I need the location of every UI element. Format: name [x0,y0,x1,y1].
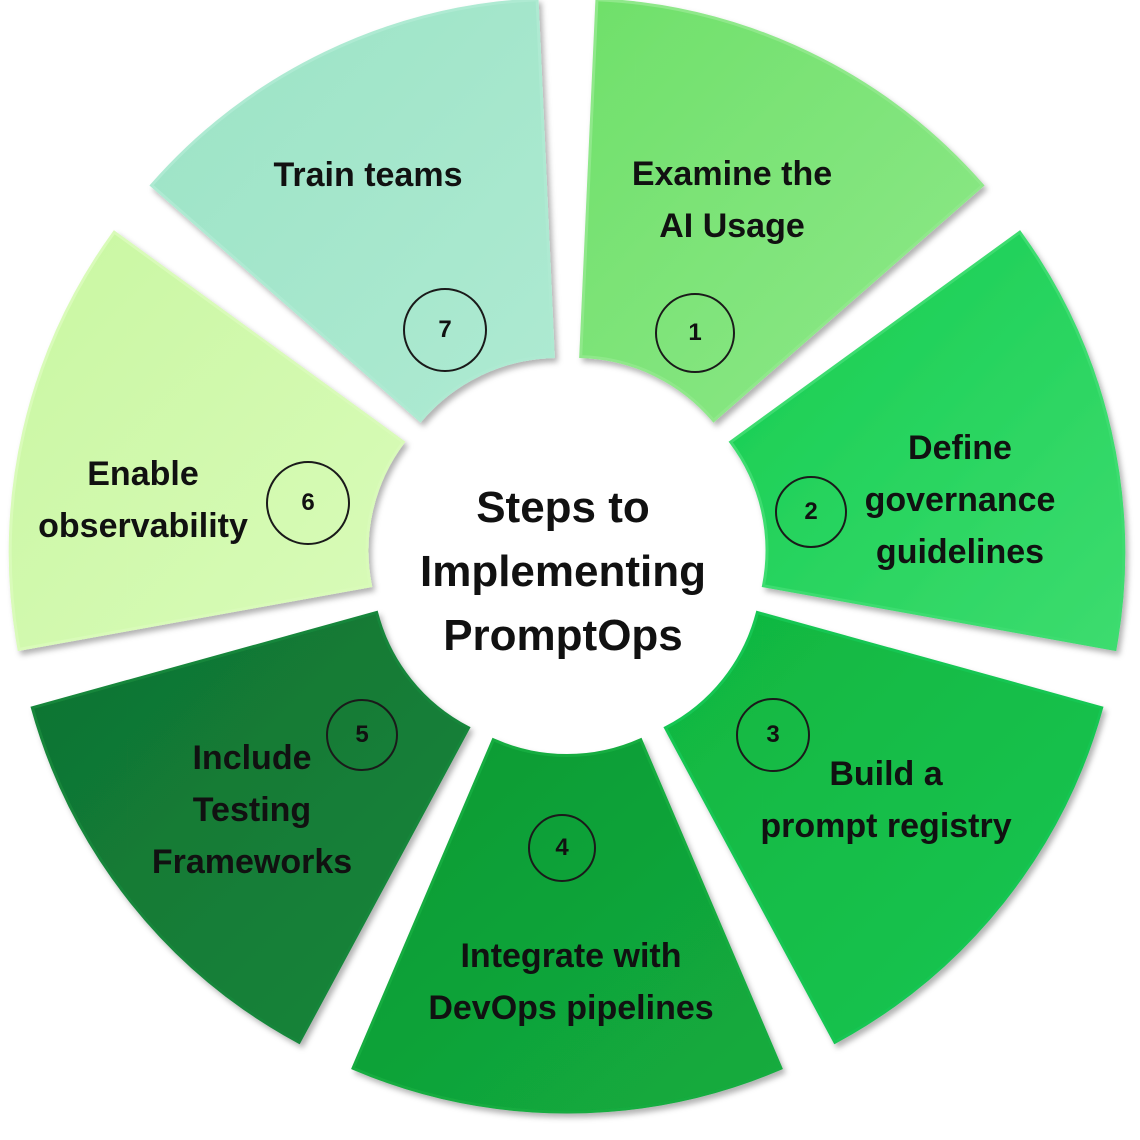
step-4-label: Integrate with DevOps pipelines [428,930,713,1034]
label-line: Include [192,739,312,777]
step-6-label: Enable observability [38,448,248,552]
step-5-number-badge: 5 [326,699,398,771]
label-line: observability [38,507,248,545]
step-6-number-badge: 6 [266,461,350,545]
label-line: AI Usage [659,207,805,245]
step-5-label: Include Testing Frameworks [152,732,352,888]
label-line: DevOps pipelines [428,989,714,1027]
label-line: prompt registry [760,807,1012,845]
step-3-label: Build a prompt registry [760,748,1011,852]
title-line: PromptOps [443,611,683,660]
label-line: Integrate with [460,937,682,975]
title-line: Steps to [476,483,650,532]
label-line: Build a [829,755,943,793]
label-line: governance [864,481,1056,519]
step-7-number-badge: 7 [403,288,487,372]
label-line: guidelines [875,533,1045,571]
step-2-segment [728,230,1126,652]
step-4-segment [351,737,783,1114]
step-7-label: Train teams [274,149,463,201]
step-2-number-badge: 2 [775,476,847,548]
step-6-segment [8,230,406,652]
center-title: Steps to Implementing PromptOps [420,476,706,668]
label-line: Define [908,429,1012,467]
step-2-label: Define governance guidelines [865,422,1056,578]
label-line: Testing [192,791,312,829]
step-3-number-badge: 3 [736,698,810,772]
label-line: Train teams [273,156,463,194]
title-line: Implementing [419,547,707,596]
label-line: Examine the [631,155,833,193]
step-4-number-badge: 4 [528,814,596,882]
step-1-label: Examine the AI Usage [632,148,832,252]
label-line: Frameworks [151,843,353,881]
label-line: Enable [87,455,199,493]
step-1-number-badge: 1 [655,293,735,373]
